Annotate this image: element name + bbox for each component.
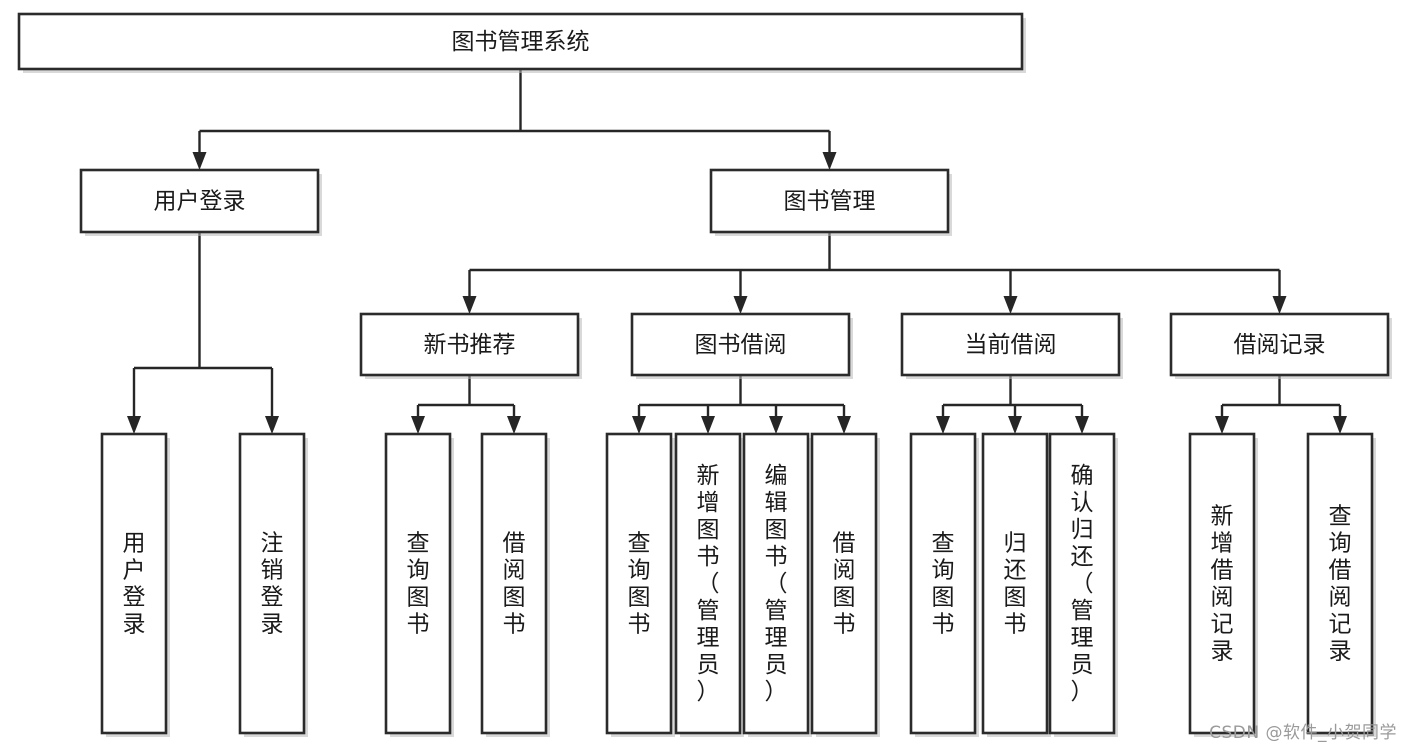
node-label: 查询借阅记录 (1329, 504, 1352, 665)
node-leaf-edit-book[interactable]: 编辑图书（管理员） (742, 432, 812, 737)
arrow-head-icon (1333, 416, 1347, 434)
arrow-head-icon (1003, 296, 1018, 314)
csdn-watermark: CSDN @软件_小贺同学 (1209, 723, 1397, 743)
node-label: 新书推荐 (424, 332, 516, 358)
node-rect (981, 432, 1049, 735)
node-label: 新增借阅记录 (1211, 504, 1234, 665)
node-rect (630, 312, 851, 377)
node-rect (480, 432, 548, 735)
node-new-book-rec[interactable]: 新书推荐 (359, 312, 582, 379)
node-label: 图书借阅 (695, 332, 787, 358)
node-rect (1306, 432, 1374, 735)
node-rect (1169, 312, 1390, 377)
node-rect (709, 168, 950, 234)
node-user-login[interactable]: 用户登录 (79, 168, 322, 236)
node-leaf-query-book-rec[interactable]: 查询图书 (384, 432, 454, 737)
node-rect (900, 312, 1121, 377)
node-label: 用户登录 (123, 531, 146, 638)
node-leaf-add-record[interactable]: 新增借阅记录 (1188, 432, 1258, 737)
node-leaf-query-book-cur[interactable]: 查询图书 (909, 432, 979, 737)
arrow-head-icon (1008, 416, 1022, 434)
arrow-head-icon (265, 416, 279, 434)
node-leaf-borrow-book[interactable]: 借阅图书 (810, 432, 880, 737)
node-leaf-query-book-borrow[interactable]: 查询图书 (605, 432, 675, 737)
arrow-head-icon (192, 152, 207, 170)
node-label: 借阅图书 (833, 531, 856, 638)
node-current-borrow[interactable]: 当前借阅 (900, 312, 1123, 379)
node-rect (674, 432, 742, 735)
node-label: 当前借阅 (965, 332, 1057, 358)
node-leaf-user-login[interactable]: 用户登录 (100, 432, 170, 737)
node-label: 图书管理 (784, 189, 876, 215)
edges-layer (127, 69, 1347, 434)
arrow-head-icon (769, 416, 783, 434)
node-label: 查询图书 (407, 531, 430, 638)
arrow-head-icon (507, 416, 521, 434)
node-label: 查询图书 (628, 531, 651, 638)
node-leaf-logout[interactable]: 注销登录 (238, 432, 308, 737)
arrow-head-icon (462, 296, 477, 314)
node-leaf-confirm-return[interactable]: 确认归还（管理员） (1048, 432, 1118, 737)
node-root-图书管理系统[interactable]: 图书管理系统 (17, 12, 1026, 73)
node-borrow-record[interactable]: 借阅记录 (1169, 312, 1392, 379)
node-rect (742, 432, 810, 735)
node-label: 注销登录 (261, 531, 284, 638)
node-leaf-return-book[interactable]: 归还图书 (981, 432, 1051, 737)
node-rect (909, 432, 977, 735)
arrow-head-icon (1215, 416, 1229, 434)
node-book-manage[interactable]: 图书管理 (709, 168, 952, 236)
node-label: 确认归还（管理员） (1071, 463, 1094, 705)
node-book-borrow[interactable]: 图书借阅 (630, 312, 853, 379)
arrow-head-icon (1075, 416, 1089, 434)
node-label: 图书管理系统 (452, 29, 590, 55)
node-label: 借阅记录 (1234, 332, 1326, 358)
arrow-head-icon (822, 152, 837, 170)
arrow-head-icon (411, 416, 425, 434)
node-label: 借阅图书 (503, 531, 526, 638)
arrow-head-icon (701, 416, 715, 434)
arrow-head-icon (632, 416, 646, 434)
node-label: 编辑图书（管理员） (765, 463, 788, 705)
node-leaf-query-record[interactable]: 查询借阅记录 (1306, 432, 1376, 737)
arrow-head-icon (733, 296, 748, 314)
node-label: 新增图书（管理员） (697, 463, 720, 705)
node-rect (1048, 432, 1116, 735)
node-rect (810, 432, 878, 735)
node-rect (384, 432, 452, 735)
node-label: 查询图书 (932, 531, 955, 638)
node-rect (1188, 432, 1256, 735)
node-leaf-borrow-book-rec[interactable]: 借阅图书 (480, 432, 550, 737)
nodes-layer: 图书管理系统用户登录图书管理新书推荐图书借阅当前借阅借阅记录用户登录注销登录查询… (17, 12, 1392, 737)
node-rect (79, 168, 320, 234)
node-label: 用户登录 (154, 189, 246, 215)
node-leaf-add-book[interactable]: 新增图书（管理员） (674, 432, 744, 737)
arrow-head-icon (936, 416, 950, 434)
node-rect (238, 432, 306, 735)
node-label: 归还图书 (1004, 531, 1027, 638)
node-rect (359, 312, 580, 377)
node-rect (17, 12, 1024, 71)
arrow-head-icon (837, 416, 851, 434)
arrow-head-icon (127, 416, 141, 434)
node-rect (605, 432, 673, 735)
arrow-head-icon (1272, 296, 1287, 314)
node-rect (100, 432, 168, 735)
